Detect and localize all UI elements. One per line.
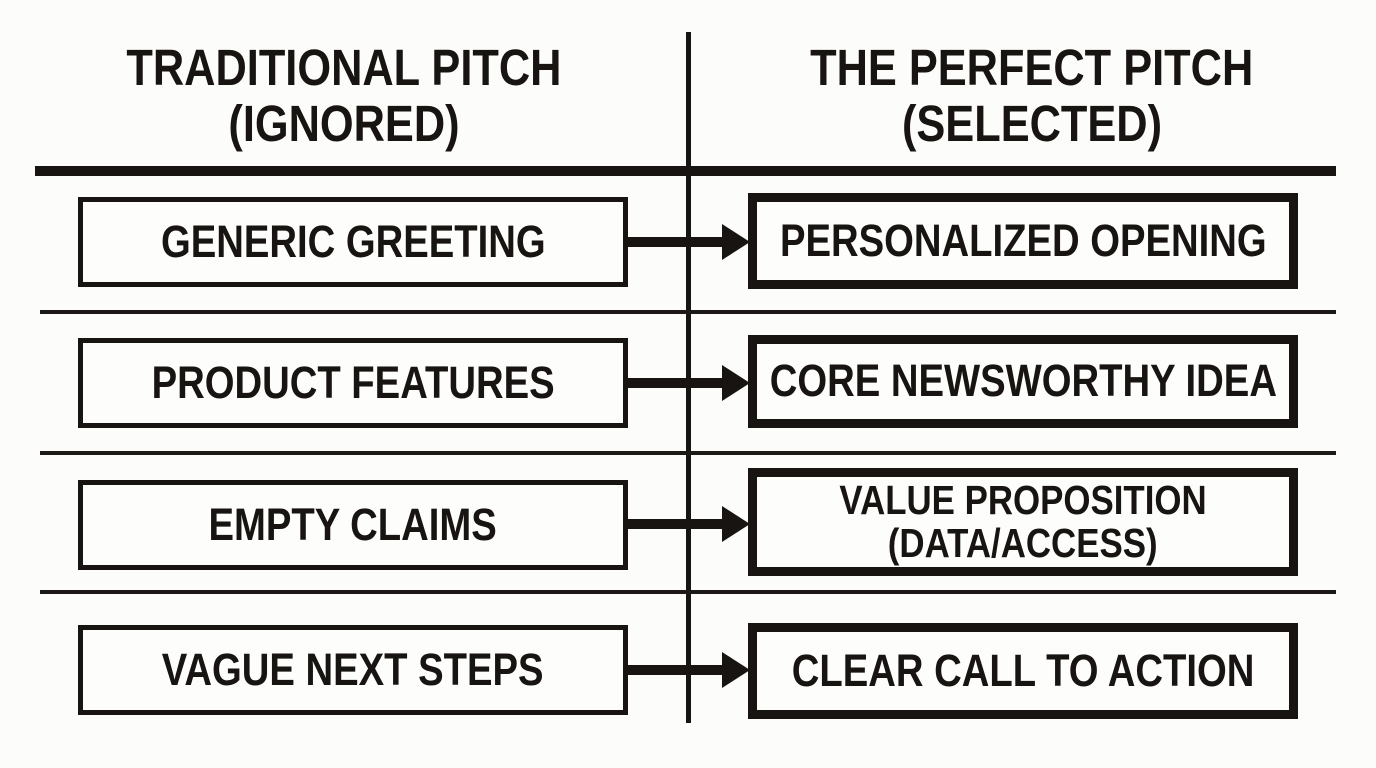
perfect-box-clear-call-to-action: CLEAR CALL TO ACTION bbox=[748, 623, 1298, 719]
left-header-line2: (IGNORED) bbox=[228, 95, 460, 153]
arrow-head bbox=[722, 506, 750, 542]
row-separator-3 bbox=[40, 590, 1336, 594]
perfect-box-personalized-opening: PERSONALIZED OPENING bbox=[748, 193, 1298, 289]
box-label: PRODUCT FEATURES bbox=[151, 357, 555, 408]
box-label: CORE NEWSWORTHY IDEA bbox=[769, 355, 1277, 407]
traditional-box-vague-next-steps: VAGUE NEXT STEPS bbox=[78, 625, 628, 715]
left-column-header: TRADITIONAL PITCH (IGNORED) bbox=[0, 39, 688, 153]
arrow-head bbox=[722, 652, 750, 688]
box-label: VAGUE NEXT STEPS bbox=[162, 644, 544, 695]
arrow-shaft bbox=[628, 519, 724, 529]
arrow-right-icon bbox=[628, 506, 750, 542]
box-label-line2: (DATA/ACCESS) bbox=[888, 520, 1158, 566]
perfect-box-value-proposition: VALUE PROPOSITION (DATA/ACCESS) bbox=[748, 468, 1298, 576]
arrow-right-icon bbox=[628, 365, 750, 401]
right-column-header: THE PERFECT PITCH (SELECTED) bbox=[688, 39, 1376, 153]
arrow-right-icon bbox=[628, 224, 750, 260]
traditional-box-empty-claims: EMPTY CLAIMS bbox=[78, 480, 628, 570]
arrow-head bbox=[722, 365, 750, 401]
row-separator-2 bbox=[40, 451, 1336, 455]
perfect-box-core-newsworthy-idea: CORE NEWSWORTHY IDEA bbox=[748, 335, 1298, 428]
box-label: PERSONALIZED OPENING bbox=[779, 214, 1267, 266]
right-header-line2: (SELECTED) bbox=[901, 95, 1163, 153]
traditional-box-product-features: PRODUCT FEATURES bbox=[78, 338, 628, 428]
arrow-shaft bbox=[628, 237, 724, 247]
arrow-right-icon bbox=[628, 652, 750, 688]
arrow-shaft bbox=[628, 378, 724, 388]
right-header-line1: THE PERFECT PITCH bbox=[810, 39, 1254, 96]
box-label: VALUE PROPOSITION bbox=[839, 477, 1207, 524]
column-divider-line bbox=[686, 32, 691, 723]
box-label: GENERIC GREETING bbox=[160, 216, 546, 267]
box-label: EMPTY CLAIMS bbox=[208, 499, 498, 550]
header-underline-rule bbox=[35, 166, 1336, 176]
left-header-line1: TRADITIONAL PITCH bbox=[126, 39, 562, 96]
arrow-shaft bbox=[628, 665, 724, 675]
box-label: CLEAR CALL TO ACTION bbox=[791, 644, 1255, 696]
arrow-head bbox=[722, 224, 750, 260]
row-separator-1 bbox=[40, 310, 1336, 314]
traditional-box-generic-greeting: GENERIC GREETING bbox=[78, 197, 628, 287]
